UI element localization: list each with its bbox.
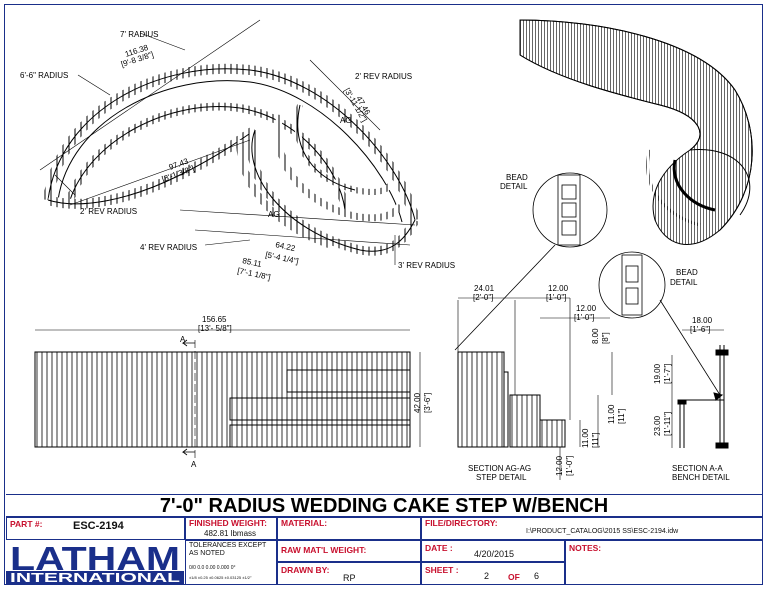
date-cell: DATE : 4/20/2015 <box>421 540 565 562</box>
section-ag-title: SECTION AG-AG <box>468 464 531 473</box>
section-a-subtitle: BENCH DETAIL <box>672 473 730 482</box>
dim-8-00: 8.00 <box>591 328 600 344</box>
section-a-a <box>671 329 729 449</box>
dim-12-00-b-ft: [1'-0"] <box>574 313 594 322</box>
finished-weight-label: FINISHED WEIGHT: <box>189 518 267 528</box>
sheet-of-label: OF <box>508 572 520 582</box>
sheet-total-value: 6 <box>534 571 540 581</box>
tolerances-row-1: 0/0 0.0 0.00 0.000 0° <box>189 565 236 571</box>
section-arrow-a-top: A <box>180 335 186 344</box>
tolerances-cell: TOLERANCES EXCEPT AS NOTED 0/0 0.0 0.00 … <box>185 540 277 585</box>
logo-line2: INTERNATIONAL <box>10 570 180 584</box>
drawing-canvas: 7' RADIUS 6'-6" RADIUS 2' REV RADIUS 2' … <box>20 19 753 482</box>
dim-radius-6-6: 6'-6" RADIUS <box>20 71 68 80</box>
dim-85-11: 85.11 <box>242 256 263 269</box>
dim-42-00: 42.00 <box>413 392 422 413</box>
file-directory-cell: FILE/DIRECTORY: I:\PRODUCT_CATALOG\2015 … <box>421 516 763 540</box>
raw-material-weight-label: RAW MAT'L WEIGHT: <box>281 545 367 555</box>
bead-detail-2-label-b: DETAIL <box>670 278 698 287</box>
material-cell: MATERIAL: <box>277 516 421 540</box>
dim-11-00-a-ft: [11"] <box>617 408 626 424</box>
section-ag-subtitle: STEP DETAIL <box>476 473 527 482</box>
bead-detail-1 <box>454 172 608 351</box>
latham-logo: LATHAM INTERNATIONAL <box>6 540 184 585</box>
date-value: 4/20/2015 <box>474 549 515 559</box>
tolerances-label: TOLERANCES EXCEPT AS NOTED <box>189 542 267 557</box>
raw-material-weight-cell: RAW MAT'L WEIGHT: <box>277 540 421 562</box>
dim-radius-7: 7' RADIUS <box>120 30 158 39</box>
part-number-cell: PART #: ESC-2194 <box>6 516 185 540</box>
dim-19-00: 19.00 <box>653 363 662 384</box>
sheet-label: SHEET : <box>425 565 459 575</box>
section-marker-ag-bottom: AG <box>268 210 280 219</box>
dim-23-00-ft: [1'-11"] <box>663 412 672 436</box>
section-arrow-a-bottom: A <box>191 460 197 469</box>
latham-logo-graphic: LATHAM INTERNATIONAL <box>6 540 184 585</box>
section-a-title: SECTION A-A <box>672 464 723 473</box>
notes-label: NOTES: <box>569 543 602 553</box>
dim-11-00-b: 11.00 <box>581 428 590 448</box>
file-directory-value: I:\PRODUCT_CATALOG\2015 SS\ESC-2194.idw <box>526 528 679 535</box>
isometric-view <box>519 19 753 245</box>
dim-18-00-ft: [1'-6"] <box>690 325 710 334</box>
part-number-label: PART #: <box>10 519 43 529</box>
dim-24-01-ft: [2'-0"] <box>473 293 493 302</box>
dim-12-00-c-ft: [1'-0"] <box>565 456 574 476</box>
dim-11-00-a: 11.00 <box>607 404 616 424</box>
drawn-by-cell: DRAWN BY: RP <box>277 562 421 585</box>
dim-12-00-c: 12.00 <box>555 455 564 476</box>
dim-19-00-ft: [1'-7"] <box>663 364 672 384</box>
logo-line1: LATHAM <box>10 540 180 577</box>
dim-11-00-b-ft: [11"] <box>591 432 600 448</box>
file-directory-label: FILE/DIRECTORY: <box>425 518 498 528</box>
dim-64-22: 64.22 <box>275 240 297 253</box>
dim-rev-radius-3: 3' REV RADIUS <box>398 261 455 270</box>
finished-weight-value: 482.81 lbmass <box>204 529 257 538</box>
bead-detail-1-label-a: BEAD <box>506 173 528 182</box>
dim-8-00-ft: [8"] <box>601 332 610 344</box>
dim-rev-radius-2-top: 2' REV RADIUS <box>355 72 412 81</box>
dim-85-11-ft: [7'-1 1/8"] <box>237 266 272 282</box>
elevation-view <box>34 329 421 460</box>
dim-42-00-ft: [3'-6"] <box>423 393 432 413</box>
dim-rev-radius-4: 4' REV RADIUS <box>140 243 197 252</box>
drawn-by-value: RP <box>343 573 356 583</box>
dim-12-00-a-ft: [1'-0"] <box>546 293 566 302</box>
sheet-cell: SHEET : 2 OF 6 <box>421 562 565 585</box>
dim-156-65-ft: [13'- 5/8"] <box>198 324 232 333</box>
section-ag-ag <box>457 297 613 480</box>
bead-detail-1-label-b: DETAIL <box>500 182 528 191</box>
bead-detail-2-label-a: BEAD <box>676 268 698 277</box>
plan-view <box>43 63 420 256</box>
date-label: DATE : <box>425 543 453 553</box>
sheet-value: 2 <box>484 571 490 581</box>
notes-cell: NOTES: <box>565 540 763 585</box>
part-number-value: ESC-2194 <box>73 520 124 532</box>
dim-156-65: 156.65 <box>202 315 227 324</box>
material-label: MATERIAL: <box>281 518 328 528</box>
plan-dimension-lines <box>39 19 416 265</box>
dim-24-01: 24.01 <box>474 284 495 293</box>
dim-rev-radius-2-bottom: 2' REV RADIUS <box>80 207 137 216</box>
dim-12-00-a: 12.00 <box>548 284 569 293</box>
dim-18-00: 18.00 <box>692 316 713 325</box>
tolerances-row-2: ±1/8 ±0.25 ±0.0625 ±0.03125 ±1/2° <box>189 575 252 580</box>
dim-12-00-b: 12.00 <box>576 304 597 313</box>
section-marker-ag-top: AG <box>340 116 352 125</box>
drawing-title: 7'-0" RADIUS WEDDING CAKE STEP W/BENCH <box>6 494 762 518</box>
dim-23-00: 23.00 <box>653 415 662 436</box>
bead-detail-2 <box>598 251 721 396</box>
drawn-by-label: DRAWN BY: <box>281 565 330 575</box>
finished-weight-cell: FINISHED WEIGHT: 482.81 lbmass <box>185 516 277 540</box>
